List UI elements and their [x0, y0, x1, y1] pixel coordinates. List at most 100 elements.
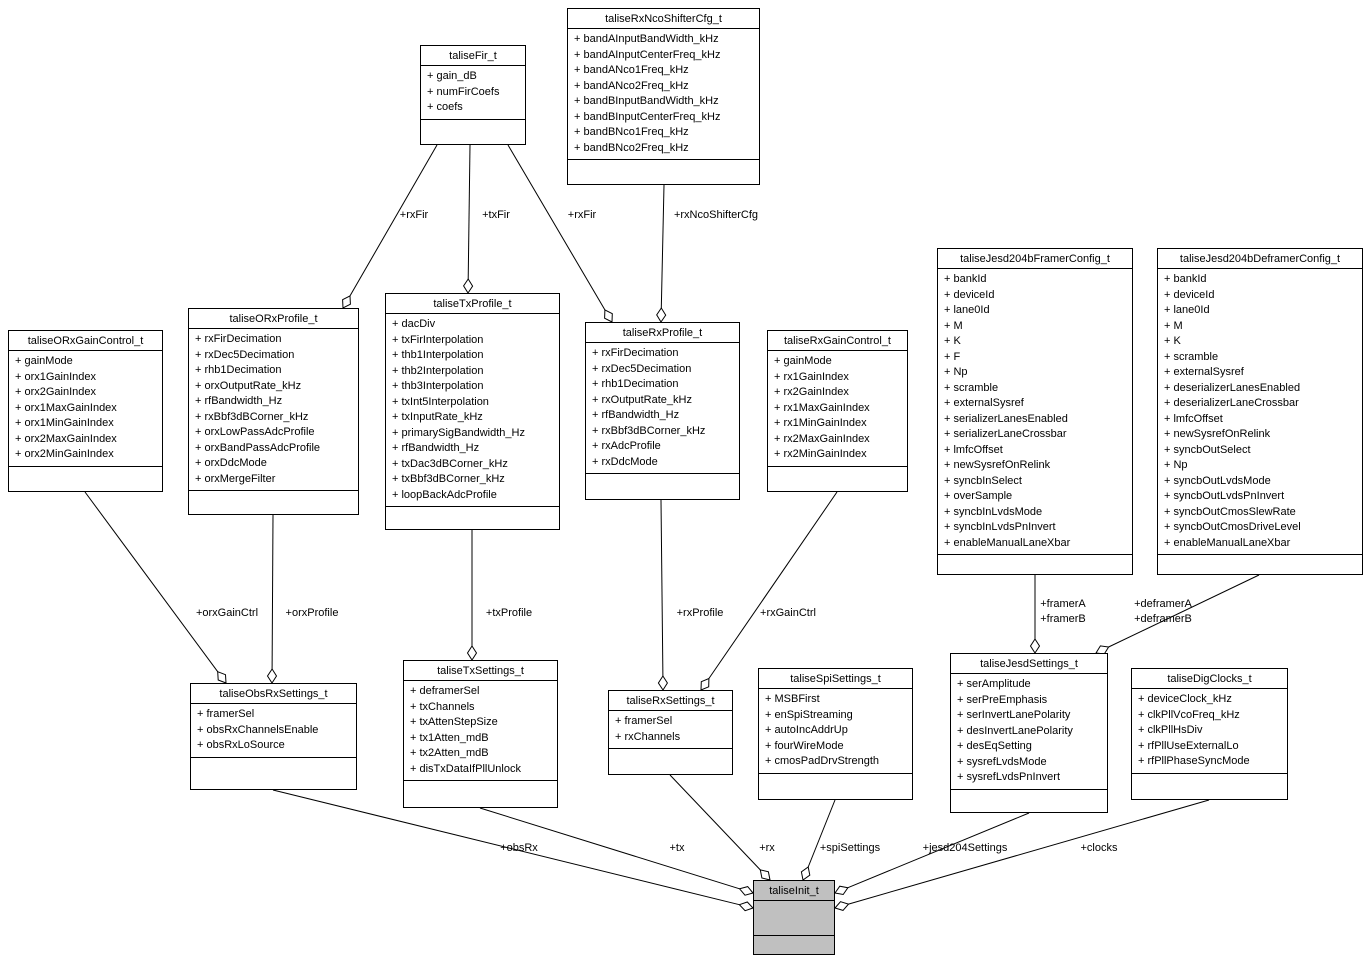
- class-attribute: + orx2MinGainIndex: [15, 448, 114, 460]
- class-operations-compartment: [421, 120, 525, 145]
- class-attribute: + loopBackAdcProfile: [392, 488, 497, 501]
- class-talise-tx-profile[interactable]: taliseTxProfile_t + dacDiv + txFirInterpo…: [385, 293, 560, 530]
- class-operations-compartment: [951, 790, 1107, 813]
- aggregation-diamond: [700, 677, 710, 691]
- class-talise-rx-gain-control[interactable]: taliseRxGainControl_t + gainMode+ rx1Gai…: [767, 330, 908, 492]
- class-attributes: + bankId+ deviceId+ lane0Id+ M+ K+ F+ Np…: [938, 269, 1132, 555]
- aggregation-diamond: [266, 668, 278, 684]
- aggregation-diamond: [463, 278, 474, 294]
- class-attribute: + lmfcOffset: [1164, 412, 1223, 425]
- class-attributes: + deviceClock_kHz+ clkPllVcoFreq_kHz+ cl…: [1132, 689, 1287, 774]
- edge-fir-txprofile: [467, 144, 471, 280]
- class-attribute: + rxFirDecimation: [195, 333, 282, 345]
- class-attribute: + deframerSel: [410, 685, 480, 697]
- class-title: taliseRxSettings_t: [609, 691, 732, 711]
- class-attribute: + lane0Id: [1164, 304, 1210, 316]
- edge-orxgainctrl-obsrx: [84, 491, 219, 672]
- class-talise-init[interactable]: taliseInit_t: [753, 880, 835, 955]
- class-operations-compartment: [9, 467, 162, 492]
- class-attribute: + orxLowPassAdcProfile: [195, 426, 315, 438]
- class-title: taliseTxProfile_t: [386, 294, 559, 314]
- aggregation-diamond: [657, 675, 668, 691]
- class-attribute: + rxFirDecimation: [592, 347, 679, 359]
- class-attribute: + rfPllUseExternalLo: [1138, 739, 1239, 752]
- class-attribute: + orx1GainIndex: [15, 370, 97, 383]
- class-attributes: + serAmplitude+ serPreEmphasis+ serInver…: [951, 674, 1107, 790]
- class-talise-obs-rx-settings[interactable]: taliseObsRxSettings_t + framerSel+ obsRx…: [190, 683, 357, 790]
- edge-label-rx: +rx: [759, 842, 775, 854]
- class-attribute: + rxDec5Decimation: [195, 348, 295, 361]
- class-attribute: + txInt5Interpolation: [392, 395, 489, 408]
- aggregation-diamond: [834, 901, 850, 911]
- class-operations-compartment: [768, 467, 907, 492]
- class-title: taliseTxSettings_t: [404, 661, 557, 681]
- class-title: taliseSpiSettings_t: [759, 669, 912, 689]
- class-talise-tx-settings[interactable]: taliseTxSettings_t + deframerSel+ txChan…: [403, 660, 558, 808]
- edge-digclocks-init: [848, 799, 1210, 905]
- class-talise-spi-settings[interactable]: taliseSpiSettings_t + MSBFirst+ enSpiStr…: [758, 668, 913, 800]
- class-title: taliseRxNcoShifterCfg_t: [568, 9, 759, 29]
- class-attribute: + K: [1164, 335, 1181, 347]
- class-talise-orx-gain-control[interactable]: taliseORxGainControl_t + gainMode+ orx1G…: [8, 330, 163, 492]
- class-attribute: + dacDiv: [392, 318, 436, 330]
- class-attribute: + obsRxLoSource: [197, 739, 285, 751]
- class-attribute: + bandANco1Freq_kHz: [574, 64, 689, 76]
- class-attribute: + rx2GainIndex: [774, 386, 849, 398]
- class-talise-rx-profile[interactable]: taliseRxProfile_t + rxFirDecimation+ rxD…: [585, 322, 740, 500]
- class-attribute: + rxOutputRate_kHz: [592, 393, 692, 406]
- class-talise-jesd204b-deframer-config[interactable]: taliseJesd204bDeframerConfig_t + bankId+…: [1157, 248, 1363, 575]
- class-talise-rx-nco-shifter-cfg[interactable]: taliseRxNcoShifterCfg_t + bandAInputBand…: [567, 8, 760, 185]
- class-attribute: + syncbInLvdsPnInvert: [944, 521, 1056, 533]
- class-attributes: + gain_dB+ numFirCoefs+ coefs: [421, 66, 525, 120]
- class-attributes: + bandAInputBandWidth_kHz+ bandAInputCen…: [568, 29, 759, 160]
- class-attribute: + txInputRate_kHz: [392, 411, 483, 423]
- class-attribute: + gain_dB: [427, 70, 477, 82]
- class-attribute: + MSBFirst: [765, 693, 820, 705]
- class-attribute: + fourWireMode: [765, 739, 844, 752]
- class-title: taliseInit_t: [754, 881, 834, 901]
- class-attribute: + bandBInputCenterFreq_kHz: [574, 110, 721, 123]
- class-talise-jesd-settings[interactable]: taliseJesdSettings_t + serAmplitude+ ser…: [950, 653, 1108, 813]
- class-attribute: + rxBbf3dBCorner_kHz: [195, 410, 309, 423]
- class-attribute: + orx1MaxGainIndex: [15, 401, 117, 414]
- class-talise-orx-profile[interactable]: taliseORxProfile_t + rxFirDecimation+ rx…: [188, 308, 359, 515]
- class-attribute: + txAttenStepSize: [410, 716, 498, 728]
- class-attribute: + newSysrefOnRelink: [944, 459, 1051, 471]
- edge-deframer-jesdsettings: [1108, 574, 1260, 648]
- class-attribute: + txFirInterpolation: [392, 333, 484, 346]
- edge-label-deframerb: +deframerB: [1134, 613, 1192, 625]
- class-talise-dig-clocks[interactable]: taliseDigClocks_t + deviceClock_kHz+ clk…: [1131, 668, 1288, 800]
- edge-label-rxgainctrl: +rxGainCtrl: [760, 607, 816, 619]
- class-attribute: + rfPllPhaseSyncMode: [1138, 755, 1250, 767]
- class-attribute: + K: [944, 335, 961, 347]
- class-title: taliseJesd204bFramerConfig_t: [938, 249, 1132, 269]
- aggregation-diamond: [738, 886, 754, 896]
- class-talise-rx-settings[interactable]: taliseRxSettings_t + framerSel+ rxChanne…: [608, 690, 733, 775]
- class-attribute: + syncbOutSelect: [1164, 443, 1251, 456]
- class-attribute: + orxMergeFilter: [195, 472, 276, 485]
- class-attribute: + serAmplitude: [957, 678, 1031, 690]
- class-attribute: + rxBbf3dBCorner_kHz: [592, 424, 706, 437]
- class-attribute: + syncbOutCmosDriveLevel: [1164, 521, 1301, 533]
- class-attribute: + rxDec5Decimation: [592, 362, 692, 375]
- edge-label-txfir: +txFir: [482, 209, 510, 221]
- class-attributes: + framerSel+ obsRxChannelsEnable+ obsRxL…: [191, 704, 356, 758]
- edge-ncoshifter-rxprofile: [660, 184, 665, 309]
- class-attributes: + rxFirDecimation+ rxDec5Decimation+ rhb…: [586, 343, 739, 474]
- class-attribute: + thb2Interpolation: [392, 364, 484, 377]
- class-attribute: + deserializerLaneCrossbar: [1164, 397, 1299, 409]
- class-talise-jesd204b-framer-config[interactable]: taliseJesd204bFramerConfig_t + bankId+ d…: [937, 248, 1133, 575]
- class-attribute: + lane0Id: [944, 304, 990, 316]
- aggregation-diamond: [834, 885, 849, 896]
- class-attribute: + orx1MinGainIndex: [15, 417, 114, 429]
- edge-label-orxgainctrl: +orxGainCtrl: [195, 607, 259, 619]
- class-attribute: + gainMode: [15, 355, 73, 367]
- class-attribute: + syncbInSelect: [944, 474, 1022, 487]
- class-attribute: + rx1MaxGainIndex: [774, 401, 870, 414]
- class-title: taliseRxGainControl_t: [768, 331, 907, 351]
- class-attribute: + framerSel: [615, 715, 673, 727]
- edge-rxprofile-rxsettings: [660, 499, 664, 677]
- class-attribute: + bankId: [1164, 273, 1207, 285]
- class-talise-fir[interactable]: taliseFir_t + gain_dB+ numFirCoefs+ coef…: [420, 45, 526, 145]
- class-attribute: + rx2MinGainIndex: [774, 448, 867, 460]
